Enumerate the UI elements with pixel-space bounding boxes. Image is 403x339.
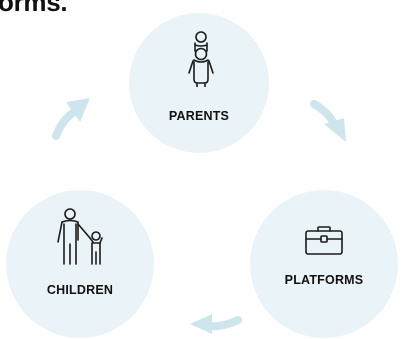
briefcase-icon (305, 226, 343, 255)
node-children: CHILDREN (6, 190, 154, 338)
node-label-parents: PARENTS (168, 109, 230, 123)
node-label-platforms: PLATFORMS (284, 273, 364, 287)
heading-fragment: orms. (0, 0, 68, 17)
node-platforms: PLATFORMS (250, 190, 398, 338)
node-label-children: CHILDREN (46, 283, 114, 297)
node-parents: PARENTS (129, 13, 269, 153)
adult-holding-child-hand-icon (57, 208, 103, 265)
arrow-children-to-parents (52, 98, 90, 140)
arrow-platforms-to-children (190, 314, 242, 334)
parent-carrying-child-icon (188, 31, 214, 87)
arrow-parents-to-platforms (310, 100, 346, 142)
